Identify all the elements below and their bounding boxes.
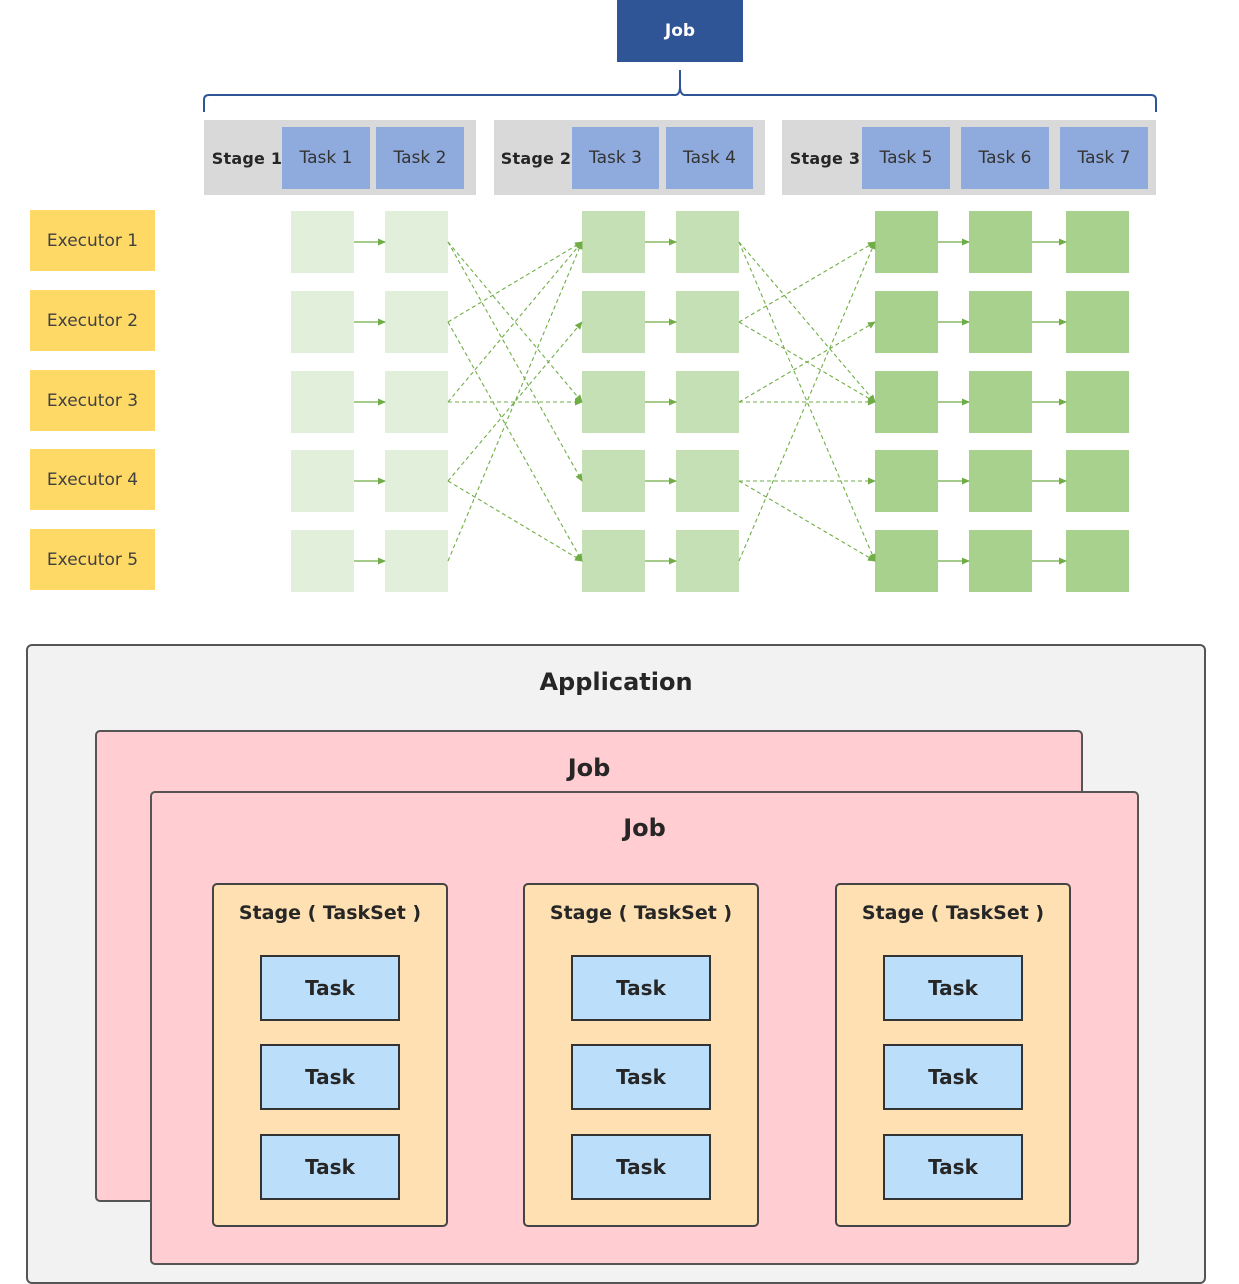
job-back-title: Job bbox=[567, 754, 611, 782]
application-title: Application bbox=[539, 668, 693, 696]
task-header-3: Task 3 bbox=[572, 127, 659, 189]
task-cell-r1-c2 bbox=[385, 211, 448, 273]
shuffle-arrow bbox=[738, 241, 876, 562]
shuffle-arrow bbox=[738, 241, 876, 323]
task-cell-r4-c1 bbox=[291, 450, 354, 512]
task-box: Task bbox=[260, 1044, 400, 1110]
shuffle-arrow bbox=[447, 241, 583, 562]
task-cell-r3-c6 bbox=[969, 371, 1032, 433]
task-header-6: Task 6 bbox=[961, 127, 1049, 189]
task-cell-r5-c7 bbox=[1066, 530, 1129, 592]
shuffle-arrow bbox=[447, 321, 583, 562]
task-box: Task bbox=[883, 955, 1023, 1021]
task-box: Task bbox=[571, 1134, 711, 1200]
stage-brace bbox=[203, 70, 1157, 112]
task-cell-r1-c6 bbox=[969, 211, 1032, 273]
task-cell-r4-c2 bbox=[385, 450, 448, 512]
task-cell-r4-c7 bbox=[1066, 450, 1129, 512]
task-box: Task bbox=[571, 1044, 711, 1110]
task-box: Task bbox=[260, 955, 400, 1021]
task-flow-graph bbox=[203, 70, 1157, 592]
task-cell-r2-c7 bbox=[1066, 291, 1129, 353]
executor-1: Executor 1 bbox=[30, 210, 155, 271]
task-cell-r2-c3 bbox=[582, 291, 645, 353]
task-cell-r4-c5 bbox=[875, 450, 938, 512]
job-front-title: Job bbox=[623, 814, 666, 842]
stage-taskset-2-title: Stage ( TaskSet ) bbox=[549, 902, 733, 924]
task-cell-r5-c6 bbox=[969, 530, 1032, 592]
task-cell-r2-c2 bbox=[385, 291, 448, 353]
shuffle-arrow bbox=[738, 241, 876, 403]
task-cell-r3-c4 bbox=[676, 371, 739, 433]
executor-4: Executor 4 bbox=[30, 449, 155, 510]
executor-2: Executor 2 bbox=[30, 290, 155, 351]
task-box: Task bbox=[883, 1044, 1023, 1110]
task-cell-r1-c4 bbox=[676, 211, 739, 273]
task-cell-r5-c1 bbox=[291, 530, 354, 592]
task-cell-r4-c6 bbox=[969, 450, 1032, 512]
task-cell-r2-c1 bbox=[291, 291, 354, 353]
stage-2-label: Stage 2 bbox=[500, 148, 572, 168]
shuffle-arrow bbox=[738, 241, 876, 562]
task-header-4: Task 4 bbox=[666, 127, 753, 189]
task-header-2: Task 2 bbox=[376, 127, 464, 189]
stage-taskset-1-title: Stage ( TaskSet ) bbox=[238, 902, 422, 924]
executor-5: Executor 5 bbox=[30, 529, 155, 590]
stage-3-label: Stage 3 bbox=[789, 148, 861, 168]
task-cell-r4-c4 bbox=[676, 450, 739, 512]
task-header-7: Task 7 bbox=[1060, 127, 1148, 189]
task-cell-r5-c2 bbox=[385, 530, 448, 592]
task-cell-r3-c5 bbox=[875, 371, 938, 433]
task-cell-r3-c2 bbox=[385, 371, 448, 433]
task-cell-r3-c3 bbox=[582, 371, 645, 433]
executor-3: Executor 3 bbox=[30, 370, 155, 431]
shuffle-arrow bbox=[738, 480, 876, 562]
task-cell-r2-c5 bbox=[875, 291, 938, 353]
task-cell-r3-c1 bbox=[291, 371, 354, 433]
task-cell-r5-c4 bbox=[676, 530, 739, 592]
task-cell-r1-c3 bbox=[582, 211, 645, 273]
stage-taskset-3-title: Stage ( TaskSet ) bbox=[861, 902, 1045, 924]
task-box: Task bbox=[260, 1134, 400, 1200]
task-cell-r5-c3 bbox=[582, 530, 645, 592]
stage-1-label: Stage 1 bbox=[211, 148, 283, 168]
task-header-1: Task 1 bbox=[282, 127, 370, 189]
shuffle-arrow bbox=[738, 321, 876, 403]
task-box: Task bbox=[571, 955, 711, 1021]
task-cell-r1-c1 bbox=[291, 211, 354, 273]
shuffle-arrow bbox=[447, 241, 583, 323]
task-cell-r1-c5 bbox=[875, 211, 938, 273]
task-cell-r1-c7 bbox=[1066, 211, 1129, 273]
shuffle-arrow bbox=[447, 480, 583, 562]
task-header-5: Task 5 bbox=[862, 127, 950, 189]
task-cell-r3-c7 bbox=[1066, 371, 1129, 433]
task-cell-r2-c6 bbox=[969, 291, 1032, 353]
job-box: Job bbox=[617, 0, 743, 62]
task-cell-r4-c3 bbox=[582, 450, 645, 512]
task-cell-r2-c4 bbox=[676, 291, 739, 353]
task-cell-r5-c5 bbox=[875, 530, 938, 592]
task-box: Task bbox=[883, 1134, 1023, 1200]
shuffle-arrow bbox=[447, 241, 583, 482]
